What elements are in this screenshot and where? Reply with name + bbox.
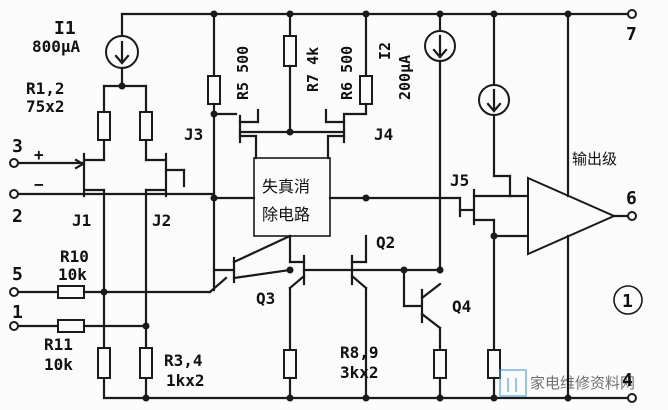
label-r89-value: 3kx2 xyxy=(340,363,379,382)
resistor-r10 xyxy=(16,276,228,299)
figure-number-circle xyxy=(613,285,643,315)
label-r12: R1,2 xyxy=(26,79,65,98)
label-q4: Q4 xyxy=(452,297,471,316)
pin-4-terminal xyxy=(627,393,637,403)
label-r12-value: 75x2 xyxy=(26,97,65,116)
label-j4: J4 xyxy=(374,125,393,144)
watermark-logo-icon xyxy=(499,369,527,397)
current-source-i1 xyxy=(102,12,148,88)
pin-4-label: 4 xyxy=(622,370,633,391)
resistor-r6 xyxy=(359,12,373,116)
pin-3-terminal xyxy=(9,158,19,168)
label-q2: Q2 xyxy=(376,233,395,252)
label-i2-value: 200μA xyxy=(396,55,414,100)
pin-6-label: 6 xyxy=(626,188,637,209)
label-i2: I2 xyxy=(376,42,394,60)
resistor-r5 xyxy=(207,12,238,292)
resistor-r7 xyxy=(283,12,297,134)
pin-2-label: 2 xyxy=(12,206,23,227)
junction-dots xyxy=(100,10,572,402)
label-r11: R11 xyxy=(44,335,73,354)
distortion-box-line1: 失真消 xyxy=(262,177,310,196)
pin-2-sign: − xyxy=(34,175,44,194)
label-r10-value: 10k xyxy=(58,265,87,284)
pin-3-sign: + xyxy=(34,145,44,164)
label-r34-value: 1kx2 xyxy=(166,371,205,390)
watermark-text: 家电维修资料网 xyxy=(530,374,635,392)
label-r7: R7 4k xyxy=(304,47,322,92)
pin-6-terminal xyxy=(627,211,637,221)
current-source-j5 xyxy=(478,12,510,178)
current-source-i2 xyxy=(424,12,456,272)
jfet-j5 xyxy=(458,174,530,400)
output-stage-amp xyxy=(527,12,630,400)
distortion-cancel-box xyxy=(212,157,462,237)
jfet-j4 xyxy=(288,108,368,160)
pin-7-terminal xyxy=(627,9,637,19)
resistor-r1-r2 xyxy=(97,84,153,162)
pin-1-label: 1 xyxy=(12,302,23,323)
label-i1: I1 xyxy=(54,18,76,39)
pin-3-label: 3 xyxy=(12,136,23,157)
label-j3: J3 xyxy=(184,125,203,144)
transistor-q4 xyxy=(402,268,447,400)
transistor-q2 xyxy=(283,234,442,400)
label-j2: J2 xyxy=(152,211,171,230)
transistor-q3 xyxy=(212,234,292,284)
label-i1-value: 800μA xyxy=(32,37,81,56)
label-r6: R6 500 xyxy=(338,46,356,100)
pin-1-terminal xyxy=(9,321,19,331)
label-q3: Q3 xyxy=(256,289,275,308)
pin-7-label: 7 xyxy=(626,24,637,45)
label-r10: R10 xyxy=(60,247,89,266)
jfet-j3 xyxy=(238,108,292,160)
label-output-stage: 输出级 xyxy=(572,150,617,168)
label-r5: R5 500 xyxy=(234,46,252,100)
resistor-r3-r4 xyxy=(97,347,153,379)
figure-number: 1 xyxy=(622,291,633,312)
distortion-box-line2: 除电路 xyxy=(262,205,310,224)
pin-5-label: 5 xyxy=(12,264,23,285)
label-j1: J1 xyxy=(72,211,91,230)
label-j5: J5 xyxy=(450,171,469,190)
resistor-r11 xyxy=(16,319,148,333)
label-r11-value: 10k xyxy=(44,355,73,374)
pin-5-terminal xyxy=(9,287,19,297)
label-r89: R8,9 xyxy=(340,343,379,362)
label-r34: R3,4 xyxy=(164,351,203,370)
pin-2-terminal xyxy=(9,189,19,199)
